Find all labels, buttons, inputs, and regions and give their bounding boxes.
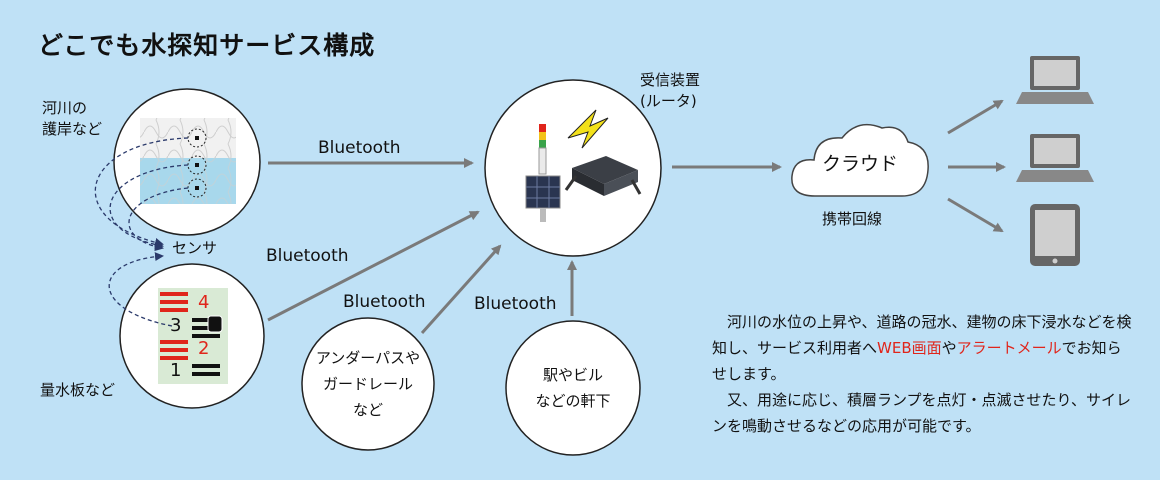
sensor-label: センサ [172, 239, 218, 257]
mobile-network-label: 携帯回線 [822, 210, 883, 228]
underpass-label-line: ガードレール [322, 375, 413, 393]
receiver-label: 受信装置 (ルータ) [640, 70, 700, 112]
river-label-line: 護岸など [42, 120, 103, 138]
gauge-number: 2 [198, 338, 210, 359]
tablet-icon [1030, 204, 1080, 266]
alert-mail-highlight: アラートメール [956, 339, 1062, 357]
receiver-circle [484, 79, 662, 257]
description-text: や [941, 339, 957, 357]
gauge-number: 3 [170, 315, 182, 336]
receiver-label-line: (ルータ) [640, 92, 697, 110]
web-screen-highlight: WEB画面 [877, 339, 942, 357]
page-title: どこでも水探知サービス構成 [38, 31, 376, 60]
station-label-line: などの軒下 [535, 392, 611, 410]
river-label-line: 河川の [42, 99, 88, 117]
description-paragraph: 河川の水位の上昇や、道路の冠水、建物の床下浸水などを検知し、サービス利用者へWE… [712, 309, 1132, 387]
signal-tower-icon [538, 124, 547, 175]
description-paragraph: 又、用途に応じ、積層ランプを点灯・点滅させたり、サイレンを鳴動させるなどの応用が… [712, 391, 1131, 435]
water-gauge-circle [119, 263, 265, 409]
sensor-link-lines [94, 137, 189, 327]
laptop-icon [1016, 134, 1094, 182]
station-label: 駅やビル などの軒下 [508, 362, 638, 414]
solar-panel-icon [525, 175, 561, 222]
cloud-icon [791, 123, 929, 197]
description-text: でお知らせします。 [712, 339, 1122, 383]
receiver-label-line: 受信装置 [640, 71, 701, 89]
bluetooth-label: Bluetooth [474, 294, 557, 314]
router-icon [564, 156, 642, 196]
gauge-number: 4 [198, 292, 210, 313]
arrow-underpass-to-receiver [420, 244, 502, 335]
station-circle [505, 320, 641, 456]
cloud-label: クラウド [822, 153, 899, 175]
river-label: 河川の 護岸など [42, 98, 102, 140]
underpass-circle [301, 317, 435, 451]
river-bank-circle [113, 88, 261, 236]
bluetooth-label: Bluetooth [318, 138, 401, 158]
arrow-cloud-to-tablet [947, 197, 1004, 233]
arrow-cloud-to-laptop1 [947, 99, 1004, 135]
underpass-label-line: アンダーパスや [315, 349, 421, 367]
gauge-label: 量水板など [40, 381, 116, 399]
service-description: 河川の水位の上昇や、道路の冠水、建物の床下浸水などを検知し、サービス利用者へWE… [712, 309, 1132, 439]
arrow-gauge-to-receiver [267, 210, 480, 322]
gauge-number: 1 [170, 360, 182, 381]
station-label-line: 駅やビル [542, 366, 603, 384]
bluetooth-label: Bluetooth [343, 292, 426, 312]
underpass-label: アンダーパスや ガードレール など [304, 345, 432, 423]
underpass-label-line: など [352, 401, 383, 419]
bluetooth-label: Bluetooth [266, 246, 349, 266]
lightning-icon [567, 109, 609, 149]
description-text: 河川の水位の上昇や、道路の冠水、建物の床下浸水などを検知し、サービス利用者へ [712, 313, 1132, 357]
laptop-icon [1016, 56, 1094, 104]
